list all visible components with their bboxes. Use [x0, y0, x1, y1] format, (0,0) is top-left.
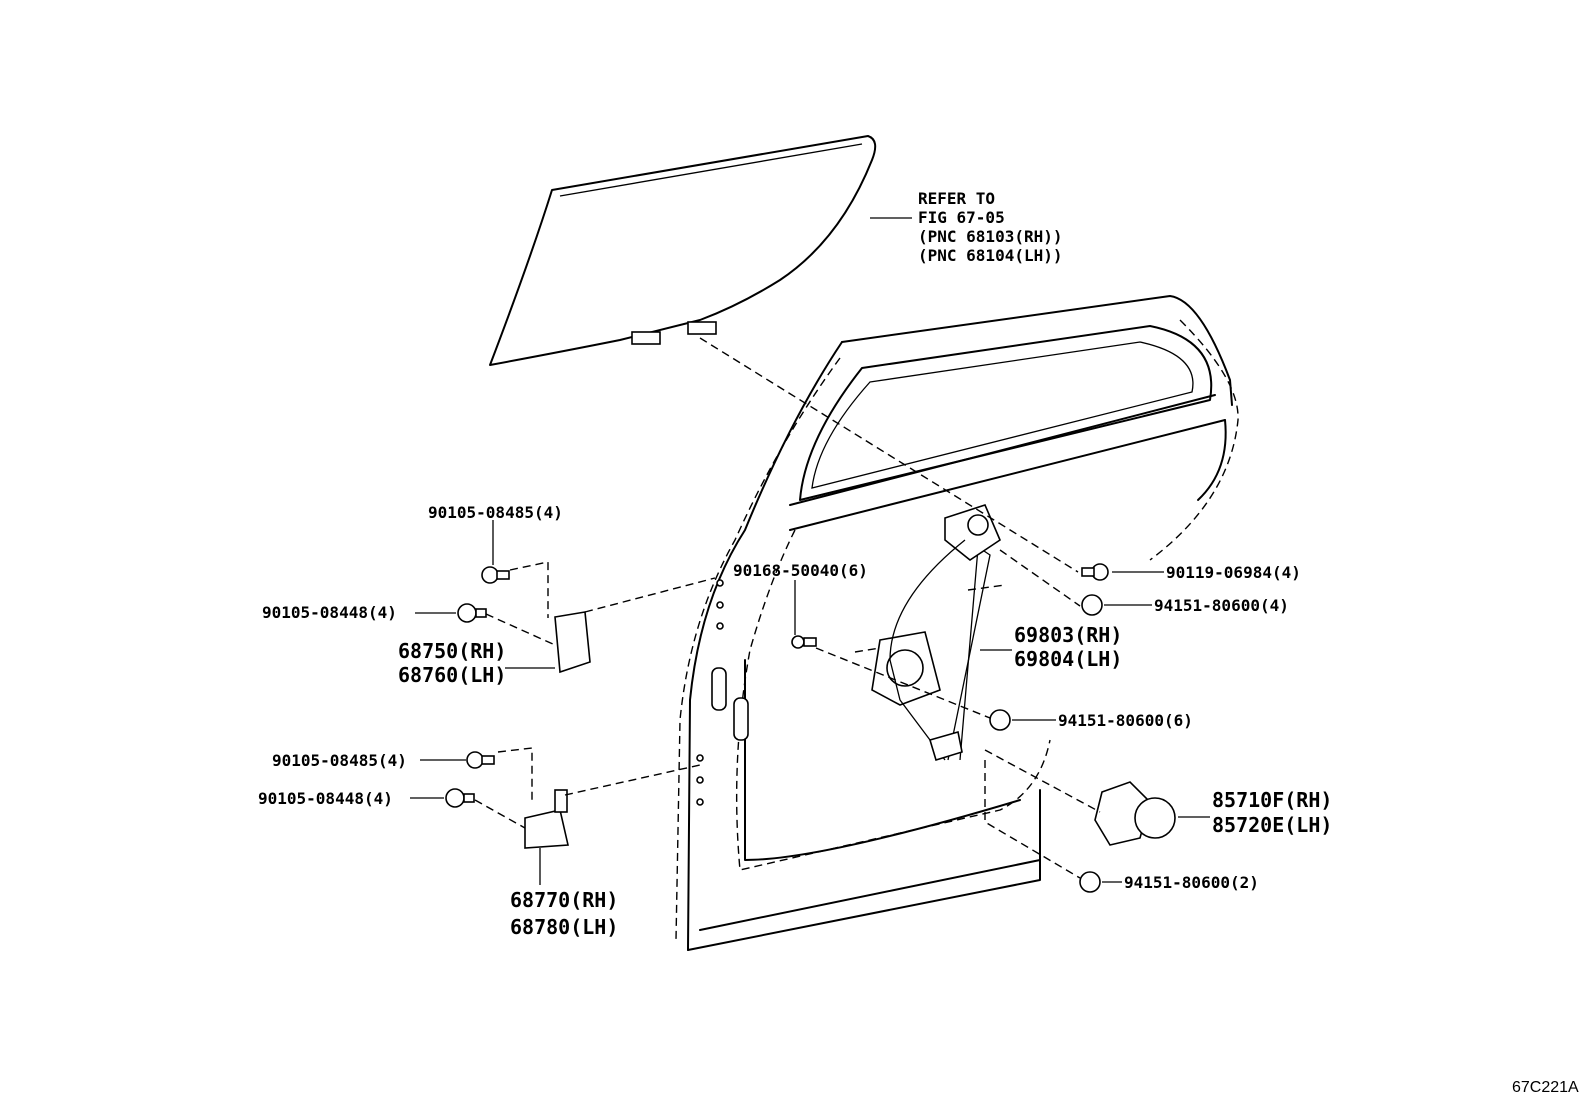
- label-90168-50040: 90168-50040(6): [733, 561, 868, 580]
- label-68750-rh: 68750(RH): [398, 639, 506, 663]
- label-90105-08485-lower: 90105-08485(4): [272, 751, 407, 770]
- label-90105-08485-upper: 90105-08485(4): [428, 503, 563, 522]
- label-68760-lh: 68760(LH): [398, 663, 506, 687]
- door-glass: [489, 135, 912, 366]
- label-90119-06984: 90119-06984(4): [1166, 563, 1301, 582]
- label-94151-80600-6: 94151-80600(6): [1058, 711, 1193, 730]
- label-90105-08448-lower: 90105-08448(4): [258, 789, 393, 808]
- label-90105-08448-upper: 90105-08448(4): [262, 603, 397, 622]
- right-side-fasteners: [410, 337, 1210, 893]
- door-shell: [675, 295, 1239, 951]
- refer-line-3: (PNC 68103(RH)): [918, 227, 1063, 246]
- refer-line-1: REFER TO: [918, 189, 995, 208]
- label-69803-rh: 69803(RH): [1014, 623, 1122, 647]
- lower-hinge-assembly: [445, 747, 701, 885]
- refer-line-2: FIG 67-05: [918, 208, 1005, 227]
- upper-hinge-assembly: [457, 561, 716, 674]
- label-94151-80600-2: 94151-80600(2): [1124, 873, 1259, 892]
- label-94151-80600-4: 94151-80600(4): [1154, 596, 1289, 615]
- label-69804-lh: 69804(LH): [1014, 647, 1122, 671]
- label-68780-lh: 68780(LH): [510, 915, 618, 939]
- label-85710f-rh: 85710F(RH): [1212, 788, 1332, 812]
- label-68770-rh: 68770(RH): [510, 888, 618, 912]
- window-regulator: [871, 504, 1001, 762]
- label-85720e-lh: 85720E(LH): [1212, 813, 1332, 837]
- refer-line-4: (PNC 68104(LH)): [918, 246, 1063, 265]
- figure-id: 67C221A: [1512, 1079, 1579, 1096]
